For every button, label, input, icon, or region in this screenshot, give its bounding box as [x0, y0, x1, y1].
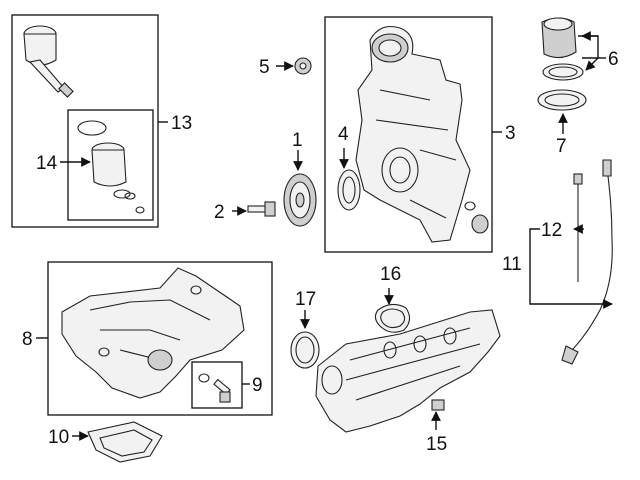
group-box-13	[11, 14, 159, 228]
seal-part-7: 7	[537, 89, 587, 157]
callout-6: 6	[608, 49, 619, 70]
callout-16: 16	[380, 264, 401, 285]
oil-filter-group: 13 14	[11, 14, 192, 228]
timing-cover-group: 3	[324, 16, 516, 253]
pulley-part-1: 1	[283, 130, 317, 227]
gasket-part-17: 17	[290, 289, 320, 369]
dipstick-group: 12 11	[502, 159, 613, 365]
callout-12: 12	[541, 220, 562, 241]
callout-9: 9	[252, 375, 263, 396]
callout-3: 3	[505, 123, 516, 144]
intake-manifold	[315, 309, 501, 433]
group-box-3	[324, 16, 493, 253]
gasket-part-16: 16	[374, 264, 411, 333]
intake-manifold-part-15: 15	[315, 309, 501, 455]
seal-part-5: 5	[259, 57, 312, 78]
callout-2: 2	[214, 202, 225, 223]
oil-filter-element	[77, 120, 145, 214]
callout-17: 17	[295, 289, 316, 310]
gasket-part-10: 10	[48, 421, 163, 463]
dipstick-tube	[569, 161, 613, 353]
callout-4: 4	[338, 124, 349, 145]
callout-7: 7	[556, 136, 567, 157]
callout-5: 5	[259, 57, 270, 78]
callout-11: 11	[502, 254, 522, 275]
callout-8: 8	[22, 329, 33, 350]
callout-1: 1	[292, 130, 303, 151]
oil-pan	[61, 267, 245, 399]
callout-14: 14	[36, 153, 58, 174]
callout-10: 10	[48, 427, 69, 448]
oil-filter-cap	[23, 25, 74, 98]
oil-pan-group: 9 8	[22, 261, 273, 416]
callout-15: 15	[426, 434, 447, 455]
callout-13: 13	[171, 113, 192, 134]
group-box-14	[67, 109, 154, 221]
timing-cover	[355, 25, 471, 243]
seal-part-4: 4	[337, 124, 361, 211]
group-box-9	[191, 361, 243, 409]
filler-cap-part-6: 6	[541, 17, 619, 81]
bolt-part-2: 2	[214, 201, 276, 223]
